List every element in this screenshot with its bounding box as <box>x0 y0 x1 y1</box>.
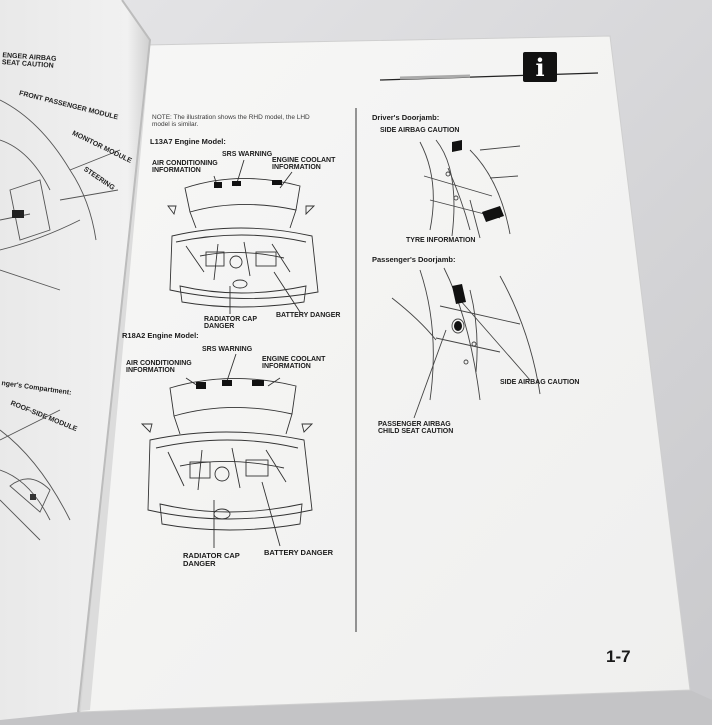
l13a7-battery: BATTERY DANGER <box>276 312 341 319</box>
left-page <box>0 0 150 720</box>
page-number: 1-7 <box>606 647 631 666</box>
info-icon: i <box>523 52 557 82</box>
passengers-doorjamb-drawing <box>391 267 541 419</box>
l13a7-engine-coolant: ENGINE COOLANT INFORMATION <box>272 157 336 172</box>
l13a7-radiator-cap: RADIATOR CAP DANGER <box>204 316 258 331</box>
passengers-side-airbag-caution: SIDE AIRBAG CAUTION <box>500 379 580 386</box>
drivers-side-airbag-caution: SIDE AIRBAG CAUTION <box>380 127 460 134</box>
passenger-airbag-child-seat-caution: PASSENGER AIRBAG CHILD SEAT CAUTION <box>378 421 454 436</box>
r18a2-srs-warning: SRS WARNING <box>202 346 253 353</box>
r18a2-radiator-cap: RADIATOR CAP DANGER <box>183 551 240 568</box>
r18a2-air-conditioning: AIR CONDITIONING INFORMATION <box>126 360 192 375</box>
r18a2-battery: BATTERY DANGER <box>264 548 334 557</box>
passengers-doorjamb-title: Passenger's Doorjamb: <box>372 255 456 264</box>
l13a7-air-conditioning: AIR CONDITIONING INFORMATION <box>152 160 218 175</box>
info-icon-glyph: i <box>535 53 545 82</box>
r18a2-engine-coolant: ENGINE COOLANT INFORMATION <box>262 356 326 371</box>
drivers-doorjamb-drawing <box>419 139 521 239</box>
r18a2-title: R18A2 Engine Model: <box>122 331 199 340</box>
left-page-drawing <box>0 99 121 541</box>
r18a2-engine-drawing <box>140 353 314 548</box>
tyre-information: TYRE INFORMATION <box>406 237 476 244</box>
l13a7-title: L13A7 Engine Model: <box>150 137 226 146</box>
l13a7-srs-warning: SRS WARNING <box>222 151 273 158</box>
note-text: NOTE: The illustration shows the RHD mod… <box>152 114 310 128</box>
drivers-doorjamb-title: Driver's Doorjamb: <box>372 113 440 122</box>
